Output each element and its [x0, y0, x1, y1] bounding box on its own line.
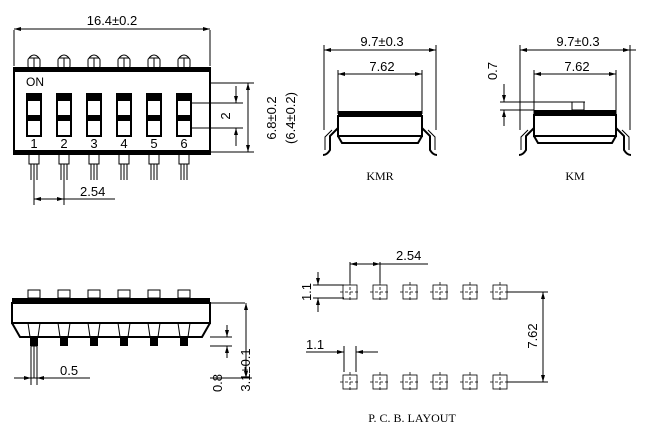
kmr-inner-label: 7.62 — [369, 59, 394, 74]
lead-width-label: 0.5 — [60, 363, 78, 378]
top-height-alt-label: (6.4±0.2) — [283, 92, 298, 144]
top-pins-lower — [28, 153, 190, 180]
km-actuator-label: 0.7 — [485, 62, 500, 80]
top-pitch-label: 2.54 — [80, 184, 105, 199]
pcb-pad — [340, 282, 360, 302]
pcb-pads-row-2 — [340, 372, 510, 392]
pcb-pad — [400, 372, 420, 392]
switch-number: 1 — [30, 136, 37, 151]
pcb-pad-vertical-label: 1.1 — [299, 283, 314, 301]
pcb-pad — [490, 372, 510, 392]
pcb-pad — [370, 282, 390, 302]
pcb-pad — [460, 372, 480, 392]
front-view: 0.5 0.8 3.1±0.1 — [11, 289, 253, 392]
km-outer-label: 9.7±0.3 — [556, 34, 599, 49]
pcb-pad — [490, 282, 510, 302]
switch-number: 5 — [150, 136, 157, 151]
pcb-pad — [400, 282, 420, 302]
switch-actuators — [26, 93, 192, 137]
switch-numbers: 1 2 3 4 5 6 — [30, 136, 187, 151]
top-width-label: 16.4±0.2 — [87, 13, 138, 28]
pcb-pad — [340, 372, 360, 392]
top-pins-upper — [27, 54, 191, 69]
switch-number: 3 — [90, 136, 97, 151]
pcb-row-spacing-label: 7.62 — [525, 323, 540, 348]
km-body — [518, 101, 632, 156]
km-label: KM — [565, 169, 585, 183]
on-label: ON — [26, 75, 44, 89]
switch-number: 6 — [180, 136, 187, 151]
top-pitch-dimension: 2.54 — [33, 180, 115, 205]
top-width-dimension: 16.4±0.2 — [13, 13, 211, 66]
switch-number: 4 — [120, 136, 127, 151]
actuator-dimension: 2 — [191, 86, 243, 146]
switch-number: 2 — [60, 136, 67, 151]
pcb-layout-title: P. C. B. LAYOUT — [368, 411, 456, 425]
lead-thickness-label: 0.8 — [210, 374, 225, 392]
top-view: 16.4±0.2 ON — [13, 13, 298, 205]
pcb-pad — [430, 372, 450, 392]
kmr-outer-label: 9.7±0.3 — [360, 34, 403, 49]
pcb-pads-row-1 — [340, 282, 510, 302]
pcb-pad — [430, 282, 450, 302]
kmr-body — [322, 111, 438, 156]
pcb-pad — [370, 372, 390, 392]
pcb-pad-horizontal-label: 1.1 — [306, 337, 324, 352]
lead-length-label: 3.1±0.1 — [238, 348, 253, 391]
side-view-kmr: 9.7±0.3 7.62 KMR — [322, 34, 438, 183]
front-leads — [27, 322, 191, 379]
pcb-pitch-label: 2.54 — [396, 248, 421, 263]
km-inner-label: 7.62 — [564, 59, 589, 74]
top-height-dimension: 6.8±0.2 (6.4±0.2) — [210, 82, 298, 153]
pcb-layout: 2.54 1.1 1.1 7.62 — [299, 248, 548, 425]
kmr-label: KMR — [366, 169, 393, 183]
actuator-dim-label: 2 — [218, 112, 233, 119]
top-height-label: 6.8±0.2 — [264, 96, 279, 139]
side-view-km: 9.7±0.3 7.62 0.7 KM — [485, 34, 636, 183]
pcb-pad — [460, 282, 480, 302]
